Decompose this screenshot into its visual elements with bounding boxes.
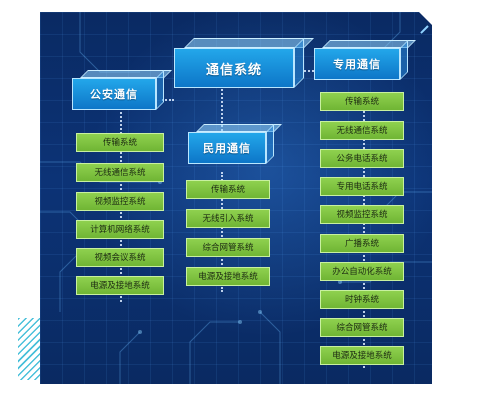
item-right-8: 时钟系统 bbox=[320, 290, 404, 309]
item-right-2: 无线通信系统 bbox=[320, 121, 404, 140]
item-center-4: 电源及接地系统 bbox=[186, 267, 270, 286]
branch-node-side bbox=[266, 124, 274, 164]
item-right-4: 专用电话系统 bbox=[320, 177, 404, 196]
link-root-to-right bbox=[304, 70, 314, 72]
root-node-label: 通信系统 bbox=[174, 48, 294, 88]
rail-center bbox=[221, 172, 223, 292]
item-right-3: 公务电话系统 bbox=[320, 149, 404, 168]
branch-node-dedicated: 专用通信 bbox=[314, 40, 416, 80]
branch-node-label: 民用通信 bbox=[188, 132, 266, 164]
root-node-side bbox=[294, 38, 304, 88]
branch-node-side bbox=[156, 70, 164, 110]
item-left-5: 视频会议系统 bbox=[76, 248, 164, 267]
item-center-1: 传输系统 bbox=[186, 180, 270, 199]
corner-fold bbox=[419, 12, 432, 25]
rail-root-to-center bbox=[221, 86, 223, 134]
branch-node-label: 公安通信 bbox=[72, 78, 156, 110]
item-right-5: 视频监控系统 bbox=[320, 205, 404, 224]
item-center-2: 无线引入系统 bbox=[186, 209, 270, 228]
item-right-6: 广播系统 bbox=[320, 234, 404, 253]
item-right-1: 传输系统 bbox=[320, 92, 404, 111]
item-left-4: 计算机网络系统 bbox=[76, 220, 164, 239]
item-right-7: 办公自动化系统 bbox=[320, 262, 404, 281]
branch-node-label: 专用通信 bbox=[314, 48, 400, 80]
item-left-3: 视频监控系统 bbox=[76, 192, 164, 211]
item-right-9: 综合网管系统 bbox=[320, 318, 404, 337]
item-left-6: 电源及接地系统 bbox=[76, 276, 164, 295]
root-node: 通信系统 bbox=[174, 38, 314, 88]
rail-right bbox=[363, 92, 365, 368]
item-left-2: 无线通信系统 bbox=[76, 163, 164, 182]
item-center-3: 综合网管系统 bbox=[186, 238, 270, 257]
item-left-1: 传输系统 bbox=[76, 133, 164, 152]
branch-node-public-security: 公安通信 bbox=[72, 70, 172, 110]
link-left-to-root bbox=[162, 99, 174, 101]
item-right-10: 电源及接地系统 bbox=[320, 346, 404, 365]
diagram-panel: 通信系统 公安通信 民用通信 专用通信 传输系统 无线通信系统 视频监控系统 计… bbox=[40, 12, 432, 384]
branch-node-civil: 民用通信 bbox=[188, 124, 282, 164]
branch-node-side bbox=[400, 40, 408, 80]
